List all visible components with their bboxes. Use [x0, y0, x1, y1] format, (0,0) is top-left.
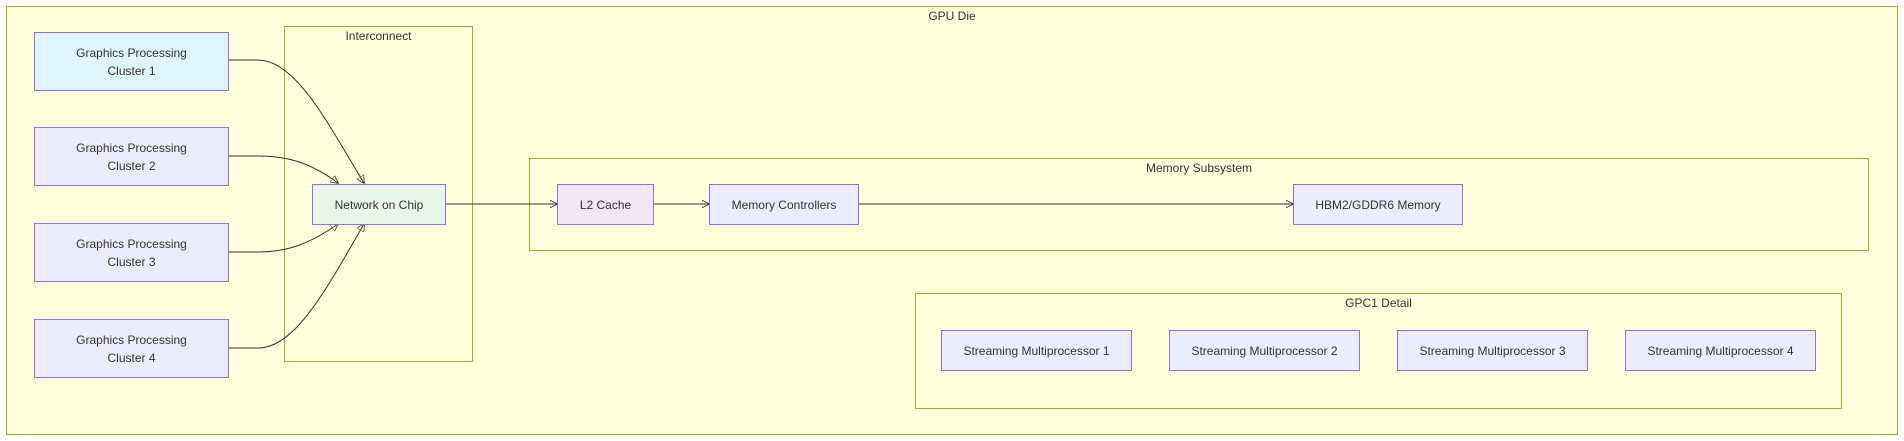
- node-sm2: Streaming Multiprocessor 2: [1169, 330, 1360, 371]
- node-gpc3-label: Graphics Processing Cluster 3: [76, 236, 187, 269]
- node-sm1-label: Streaming Multiprocessor 1: [963, 343, 1110, 358]
- node-gpc4: Graphics Processing Cluster 4: [34, 319, 229, 378]
- node-memory-controllers: Memory Controllers: [709, 184, 859, 225]
- cluster-gpu-die-title: GPU Die: [928, 9, 976, 23]
- node-network-on-chip: Network on Chip: [312, 184, 446, 225]
- cluster-gpc1-detail-title: GPC1 Detail: [1345, 296, 1412, 310]
- node-l2-cache-label: L2 Cache: [579, 197, 632, 212]
- node-gpc1-label: Graphics Processing Cluster 1: [76, 45, 187, 78]
- cluster-memory-subsystem-title: Memory Subsystem: [1145, 161, 1253, 175]
- node-gpc3: Graphics Processing Cluster 3: [34, 223, 229, 282]
- node-network-on-chip-label: Network on Chip: [334, 197, 424, 212]
- node-sm2-label: Streaming Multiprocessor 2: [1191, 343, 1338, 358]
- node-sm4-label: Streaming Multiprocessor 4: [1647, 343, 1794, 358]
- cluster-interconnect-title: Interconnect: [345, 29, 412, 43]
- node-memory-controllers-label: Memory Controllers: [731, 197, 837, 212]
- node-gpc4-label: Graphics Processing Cluster 4: [76, 332, 187, 365]
- node-sm3-label: Streaming Multiprocessor 3: [1419, 343, 1566, 358]
- node-sm4: Streaming Multiprocessor 4: [1625, 330, 1816, 371]
- node-gpc2-label: Graphics Processing Cluster 2: [76, 140, 187, 173]
- node-sm3: Streaming Multiprocessor 3: [1397, 330, 1588, 371]
- node-hbm-memory: HBM2/GDDR6 Memory: [1293, 184, 1463, 225]
- node-gpc2: Graphics Processing Cluster 2: [34, 127, 229, 186]
- node-l2-cache: L2 Cache: [557, 184, 654, 225]
- node-sm1: Streaming Multiprocessor 1: [941, 330, 1132, 371]
- node-hbm-memory-label: HBM2/GDDR6 Memory: [1315, 197, 1441, 212]
- node-gpc1: Graphics Processing Cluster 1: [34, 32, 229, 91]
